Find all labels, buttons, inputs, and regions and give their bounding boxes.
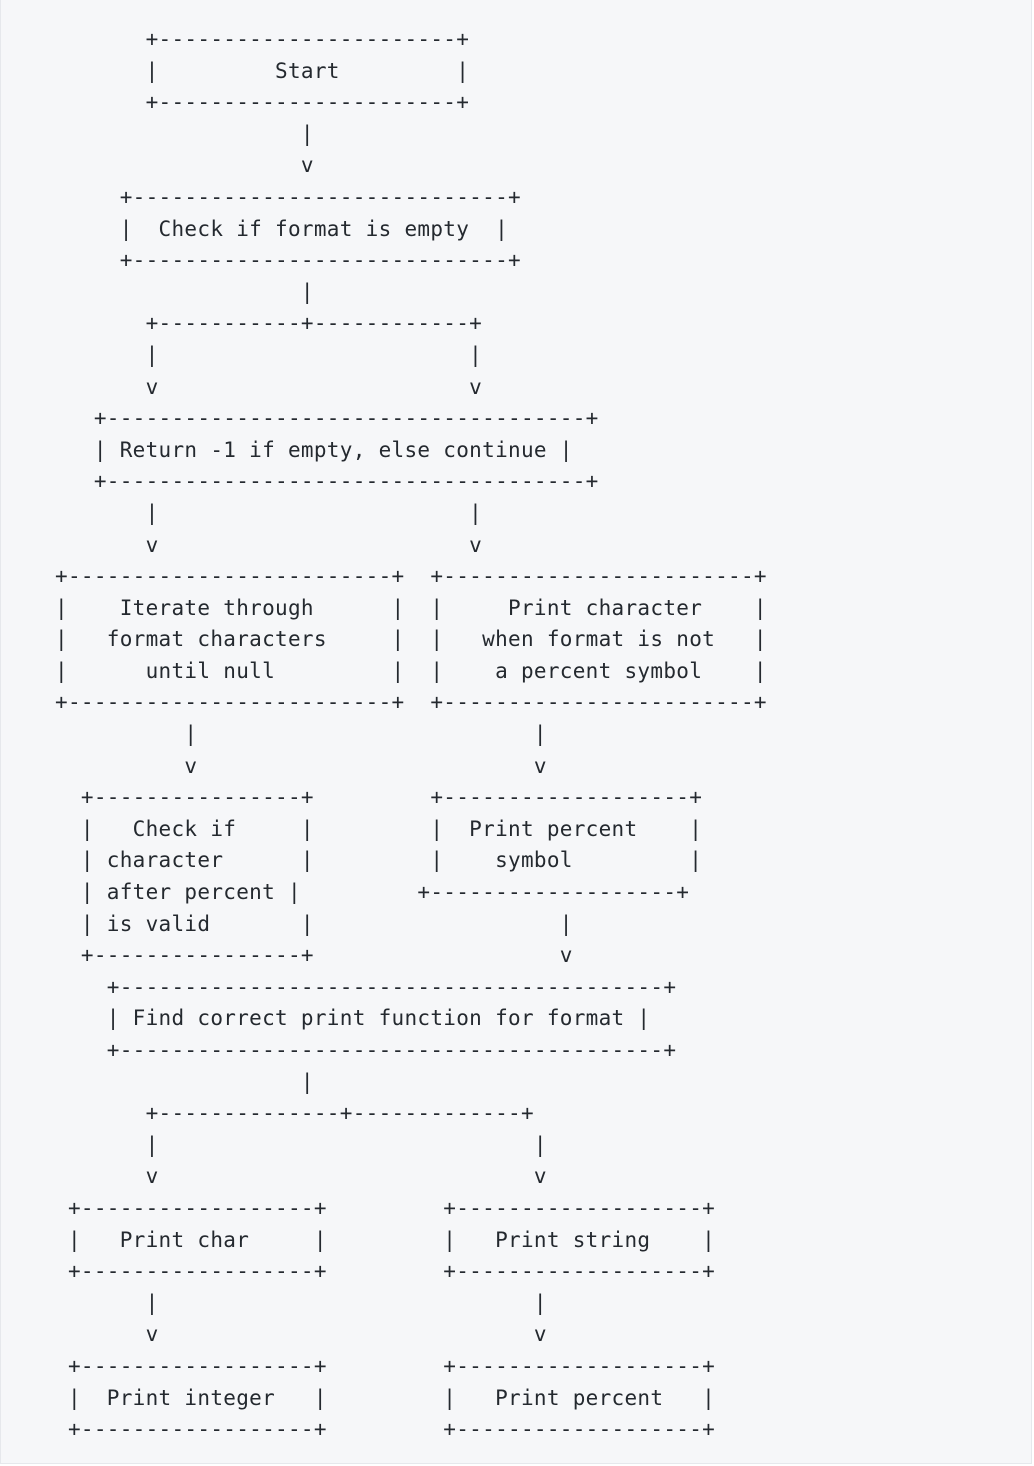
diagram-line: v v <box>55 374 483 399</box>
diagram-line: +-------------------------+ +-----------… <box>55 564 767 589</box>
diagram-line: v <box>55 153 314 178</box>
diagram-line: | character | | symbol | <box>55 848 703 873</box>
diagram-line: +-------------------------------------+ <box>55 406 599 431</box>
diagram-line: | | <box>55 722 547 747</box>
diagram-line: | Print char | | Print string | <box>55 1227 716 1252</box>
diagram-line: +--------------+-------------+ <box>55 1101 534 1126</box>
diagram-line: +-------------------------+ +-----------… <box>55 690 767 715</box>
diagram-line: +---------------------------------------… <box>55 974 677 999</box>
diagram-line: | Print integer | | Print percent | <box>55 1385 716 1410</box>
diagram-line: | until null | | a percent symbol | <box>55 658 767 683</box>
diagram-line: | | <box>55 1290 547 1315</box>
diagram-line: +----------------+ +-------------------+ <box>55 785 703 810</box>
diagram-line: v v <box>55 1164 547 1189</box>
diagram-line: | after percent | +-------------------+ <box>55 880 690 905</box>
diagram-line: | <box>55 1069 314 1094</box>
diagram-line: v v <box>55 532 483 557</box>
diagram-line: | <box>55 121 314 146</box>
diagram-line: | <box>55 279 314 304</box>
diagram-line: | Iterate through | | Print character | <box>55 595 767 620</box>
diagram-line: +-----------------------------+ <box>55 248 521 273</box>
diagram-line: | Start | <box>55 58 470 83</box>
ascii-flowchart: +-----------------------+ | Start | +---… <box>55 24 767 1446</box>
diagram-line: +-----------------------+ <box>55 90 470 115</box>
diagram-line: | | <box>55 500 483 525</box>
diagram-line: +-----------+------------+ <box>55 311 483 336</box>
diagram-line: | Find correct print function for format… <box>55 1006 651 1031</box>
diagram-line: | | <box>55 1132 547 1157</box>
diagram-line: | Return -1 if empty, else continue | <box>55 437 573 462</box>
diagram-line: +-------------------------------------+ <box>55 469 599 494</box>
diagram-line: | format characters | | when format is n… <box>55 627 767 652</box>
diagram-line: +---------------------------------------… <box>55 1038 677 1062</box>
diagram-line: | | <box>55 342 483 367</box>
diagram-line: v v <box>55 1322 547 1347</box>
diagram-line: +----------------+ v <box>55 943 573 968</box>
diagram-line: v v <box>55 753 547 778</box>
diagram-line: | Check if format is empty | <box>55 216 509 241</box>
diagram-line: +------------------+ +------------------… <box>55 1259 716 1284</box>
diagram-line: +-----------------------+ <box>55 27 470 51</box>
diagram-line: +------------------+ +------------------… <box>55 1195 716 1220</box>
diagram-line: | Check if | | Print percent | <box>55 816 703 841</box>
diagram-line: +------------------+ +------------------… <box>55 1353 716 1378</box>
diagram-line: +-----------------------------+ <box>55 184 521 209</box>
diagram-line: | is valid | | <box>55 911 573 936</box>
diagram-line: +------------------+ +------------------… <box>55 1417 716 1442</box>
